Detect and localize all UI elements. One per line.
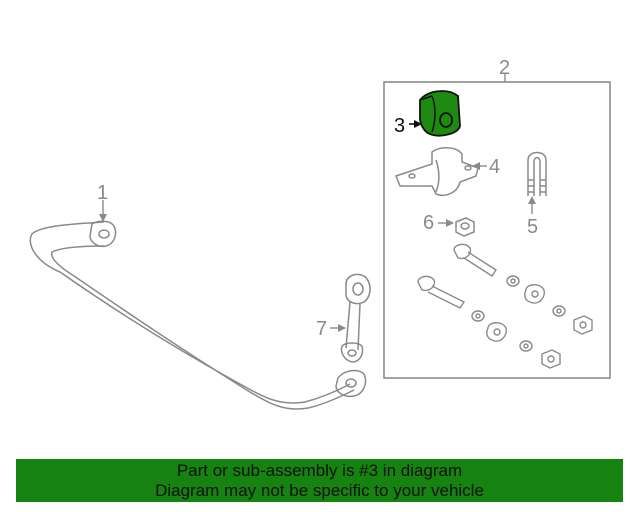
callout-6-arrowhead xyxy=(446,219,454,227)
stabilizer-bar xyxy=(29,220,367,410)
kit-box xyxy=(383,81,611,379)
callout-5-arrowhead xyxy=(528,196,536,204)
callout-1-arrowhead xyxy=(99,214,107,222)
callout-label-2: 2 xyxy=(499,57,511,79)
stabilizer-link xyxy=(340,273,371,363)
callout-7-arrowhead xyxy=(338,324,346,332)
callout-label-7: 7 xyxy=(316,318,328,340)
bushing-highlighted xyxy=(419,90,461,137)
callout-label-4: 4 xyxy=(489,156,501,178)
hardware-set xyxy=(417,243,593,369)
callout-label-5: 5 xyxy=(527,216,539,238)
callout-3-arrowhead xyxy=(414,120,422,128)
bracket xyxy=(395,147,479,196)
footer-line-2: Diagram may not be specific to your vehi… xyxy=(155,480,484,500)
nut xyxy=(455,217,475,237)
footer-banner: Part or sub-assembly is #3 in diagram Di… xyxy=(16,459,623,502)
callout-label-1: 1 xyxy=(97,182,109,204)
callout-label-3: 3 xyxy=(394,115,406,137)
parts-diagram xyxy=(29,74,611,410)
u-bolt xyxy=(527,151,547,196)
callout-4-arrowhead xyxy=(472,162,480,170)
callout-label-6: 6 xyxy=(423,212,435,234)
footer-line-1: Part or sub-assembly is #3 in diagram xyxy=(176,460,463,480)
